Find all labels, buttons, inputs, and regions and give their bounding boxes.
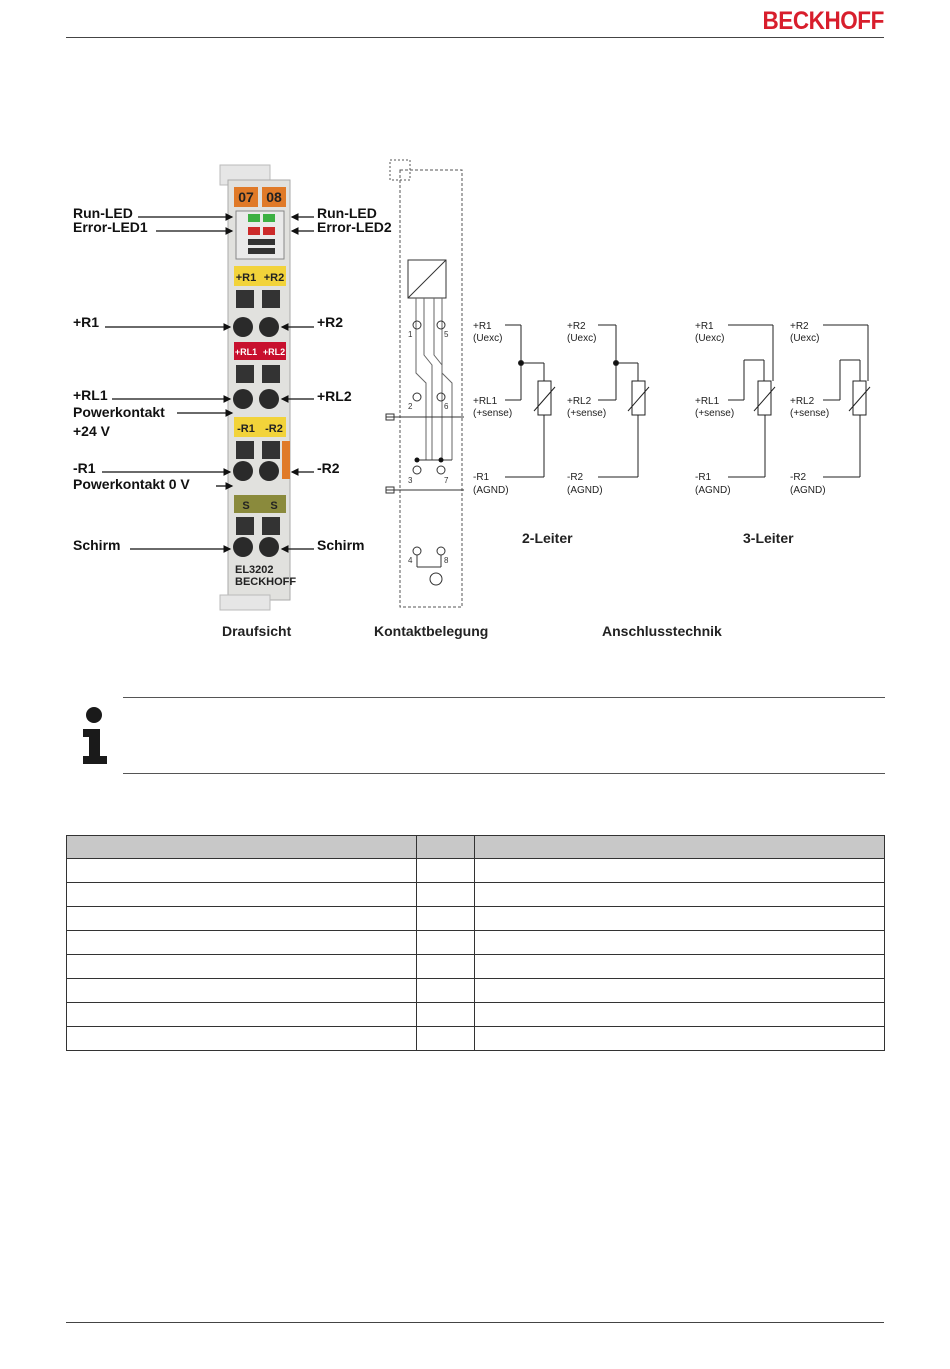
pin-5: 5: [444, 330, 449, 339]
w2-r2-top: +R2: [567, 321, 586, 332]
label-error-led1: Error-LED1: [73, 219, 148, 235]
figure-svg: 07 08 +R1 +R2 +RL1 +RL2 -R1 -R2: [73, 159, 871, 639]
left-labels: Run-LED Error-LED1 +R1 +RL1 Powerkontakt…: [73, 205, 190, 553]
pin-1: 1: [408, 330, 413, 339]
table-header-row: [65, 835, 885, 859]
terminal-brand: BECKHOFF: [235, 576, 296, 588]
table-row: [65, 1026, 885, 1051]
header-rule: [66, 37, 884, 38]
w3-r2-bot-sub: (AGND): [790, 485, 826, 496]
label-powerkontakt-0v: Powerkontakt 0 V: [73, 476, 190, 492]
channel-label-08: 08: [266, 189, 282, 205]
plate-rl1: +RL1: [235, 347, 257, 357]
channel-label-07: 07: [238, 189, 254, 205]
left-arrows: [102, 213, 234, 553]
label-plus-rl1: +RL1: [73, 387, 108, 403]
table-row: [65, 978, 885, 1003]
wiring-2-title: 2-Leiter: [522, 530, 573, 546]
w2-r2-mid: +RL2: [567, 396, 592, 407]
w2-r1-top-sub: (Uexc): [473, 333, 502, 344]
pin-4: 4: [408, 556, 413, 565]
w2-r1-top: +R1: [473, 321, 492, 332]
plate-minus-r2: -R2: [265, 423, 283, 435]
wiring-2-lines: [505, 324, 650, 478]
w3-r1-bot: -R1: [695, 472, 712, 483]
pin-numbers: 1 5 2 6 3 7 4 8: [408, 330, 449, 565]
table-row: [65, 858, 885, 883]
plate-rl2: +RL2: [263, 347, 285, 357]
w2-r1-bot: -R1: [473, 472, 490, 483]
wiring-3-title: 3-Leiter: [743, 530, 794, 546]
terminal-model: EL3202: [235, 564, 274, 576]
w3-r2-bot: -R2: [790, 472, 807, 483]
w2-r2-mid-sub: (+sense): [567, 408, 606, 419]
right-labels: Run-LED Error-LED2 +R2 +RL2 -R2 Schirm: [317, 205, 392, 553]
plate-r2: +R2: [264, 272, 285, 284]
plate-s2: S: [270, 500, 277, 512]
w2-r2-top-sub: (Uexc): [567, 333, 596, 344]
label-schirm-right: Schirm: [317, 537, 364, 553]
table-row: [65, 1002, 885, 1027]
run-led-2: [263, 214, 275, 222]
note-rule-bottom: [123, 773, 885, 774]
terminal-illustration: 07 08 +R1 +R2 +RL1 +RL2 -R1 -R2: [219, 164, 296, 611]
pin-2: 2: [408, 402, 413, 411]
run-led-1: [248, 214, 260, 222]
caption-anschlusstechnik: Anschlusstechnik: [602, 623, 722, 639]
figure-captions: Draufsicht Kontaktbelegung Anschlusstech…: [222, 623, 722, 639]
pin-7: 7: [444, 476, 449, 485]
w3-r2-top-sub: (Uexc): [790, 333, 819, 344]
w3-r1-bot-sub: (AGND): [695, 485, 731, 496]
pin-3: 3: [408, 476, 413, 485]
plate-r1: +R1: [236, 272, 257, 284]
error-led-2: [263, 227, 275, 235]
connection-figure: 07 08 +R1 +R2 +RL1 +RL2 -R1 -R2: [60, 155, 890, 655]
label-schirm-left: Schirm: [73, 537, 120, 553]
label-minus-r2: -R2: [317, 460, 340, 476]
table-row: [65, 930, 885, 955]
label-plus-r1: +R1: [73, 314, 99, 330]
label-minus-r1: -R1: [73, 460, 96, 476]
w2-r1-bot-sub: (AGND): [473, 485, 509, 496]
table-row: [65, 954, 885, 979]
spec-table: [65, 835, 885, 1051]
wiring-3-lines: [728, 324, 871, 478]
w3-r1-mid-sub: (+sense): [695, 408, 734, 419]
w2-r2-bot: -R2: [567, 472, 584, 483]
w2-r1-mid: +RL1: [473, 396, 498, 407]
w3-r2-mid: +RL2: [790, 396, 815, 407]
pin-6: 6: [444, 402, 449, 411]
w2-r1-mid-sub: (+sense): [473, 408, 512, 419]
note-rule-top: [123, 697, 885, 698]
label-powerkontakt: Powerkontakt: [73, 404, 165, 420]
plate-s1: S: [242, 500, 249, 512]
w3-r2-top: +R2: [790, 321, 809, 332]
error-led-1: [248, 227, 260, 235]
w3-r2-mid-sub: (+sense): [790, 408, 829, 419]
caption-kontaktbelegung: Kontaktbelegung: [374, 623, 488, 639]
w3-r1-top-sub: (Uexc): [695, 333, 724, 344]
w3-r1-mid: +RL1: [695, 396, 720, 407]
table-row: [65, 882, 885, 907]
label-run-led-right: Run-LED: [317, 205, 377, 221]
w3-r1-top: +R1: [695, 321, 714, 332]
caption-draufsicht: Draufsicht: [222, 623, 292, 639]
footer-rule: [66, 1322, 884, 1323]
wiring-2-labels: +R1 (Uexc) +RL1 (+sense) -R1 (AGND) +R2 …: [473, 321, 606, 496]
brand-logo: BECKHOFF: [762, 7, 885, 35]
label-run-led-left: Run-LED: [73, 205, 133, 221]
wiring-3-labels: +R1 (Uexc) +RL1 (+sense) -R1 (AGND) +R2 …: [695, 321, 829, 496]
contact-diagram: [385, 159, 464, 608]
label-plus-rl2: +RL2: [317, 388, 352, 404]
w2-r2-bot-sub: (AGND): [567, 485, 603, 496]
plate-minus-r1: -R1: [237, 423, 255, 435]
info-icon: [80, 706, 110, 766]
pin-8: 8: [444, 556, 449, 565]
label-24v: +24 V: [73, 423, 111, 439]
label-error-led2: Error-LED2: [317, 219, 392, 235]
label-plus-r2: +R2: [317, 314, 343, 330]
right-arrows: [280, 213, 314, 553]
table-row: [65, 906, 885, 931]
